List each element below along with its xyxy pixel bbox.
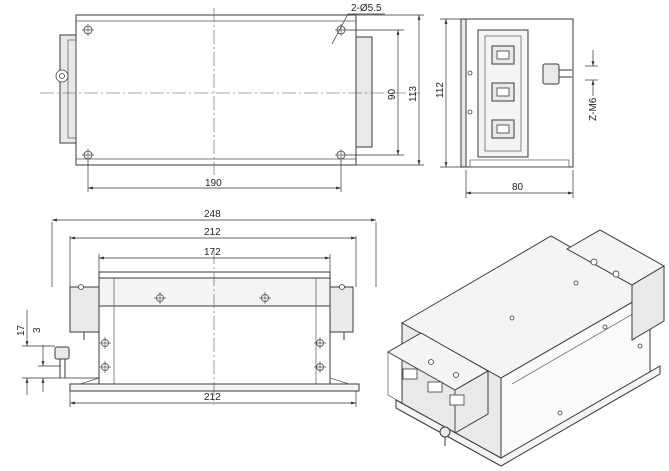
bottom-mount-holes	[99, 292, 326, 373]
side-view: 112 80 Z-M6	[435, 18, 599, 198]
dim-17-label: 17	[16, 324, 27, 336]
ground-stud-icon	[542, 63, 560, 85]
dim-172-label: 172	[204, 247, 221, 258]
dim-80-label: 80	[512, 182, 524, 193]
isometric-view	[386, 229, 665, 467]
iso-base-flange	[395, 365, 661, 467]
bottom-left-tab	[69, 286, 100, 333]
bottom-right-tab	[329, 286, 354, 333]
screw-icon	[453, 372, 459, 378]
front-view-body	[75, 14, 357, 166]
dim-113-label: 113	[408, 86, 419, 102]
side-terminals	[491, 45, 515, 139]
dim-112-label: 112	[435, 82, 446, 98]
dim-190-label: 190	[205, 178, 222, 189]
front-mount-holes	[82, 24, 347, 161]
iso-terminal-icon	[449, 394, 465, 406]
dim-212-top-label: 212	[204, 227, 221, 238]
dim-248-label: 248	[204, 209, 221, 220]
bottom-base-plate	[69, 383, 360, 392]
front-view: 190 90 113 2-Ø5.5	[40, 3, 424, 192]
hole-callout-label: 2-Ø5.5	[351, 3, 382, 14]
screw-icon	[428, 359, 434, 365]
dim-90-label: 90	[387, 88, 398, 100]
iso-terminal-icon	[427, 381, 443, 393]
front-right-terminal-block	[355, 36, 373, 148]
dim-3-label: 3	[32, 327, 43, 333]
screw-icon	[612, 270, 620, 278]
screw-icon	[590, 258, 598, 266]
bottom-view: 248 212 172 212 17 3	[16, 209, 377, 407]
iso-terminal-icon	[402, 368, 418, 380]
dim-212-bottom-label: 212	[204, 392, 221, 403]
dim-zm6-label: Z-M6	[588, 97, 599, 121]
iso-ground-stud-icon	[439, 426, 451, 438]
bottom-ground-stud-icon	[54, 346, 70, 360]
